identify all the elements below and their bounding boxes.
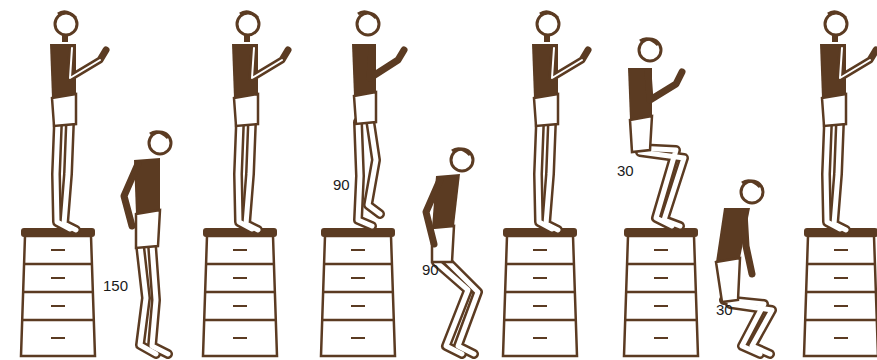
callout-number: 150 xyxy=(103,278,128,294)
athlete-stepping-off xyxy=(352,12,404,226)
athlete-landing-150 xyxy=(124,132,171,354)
callout-number: 90 xyxy=(422,262,439,278)
athlete-squat-on-box xyxy=(628,39,684,226)
athlete-landing-90 xyxy=(426,149,478,354)
callout-number: 90 xyxy=(333,177,350,193)
callout-number: 30 xyxy=(617,163,634,179)
callout-number: 30 xyxy=(716,302,733,318)
athlete-landing-30 xyxy=(716,181,772,354)
